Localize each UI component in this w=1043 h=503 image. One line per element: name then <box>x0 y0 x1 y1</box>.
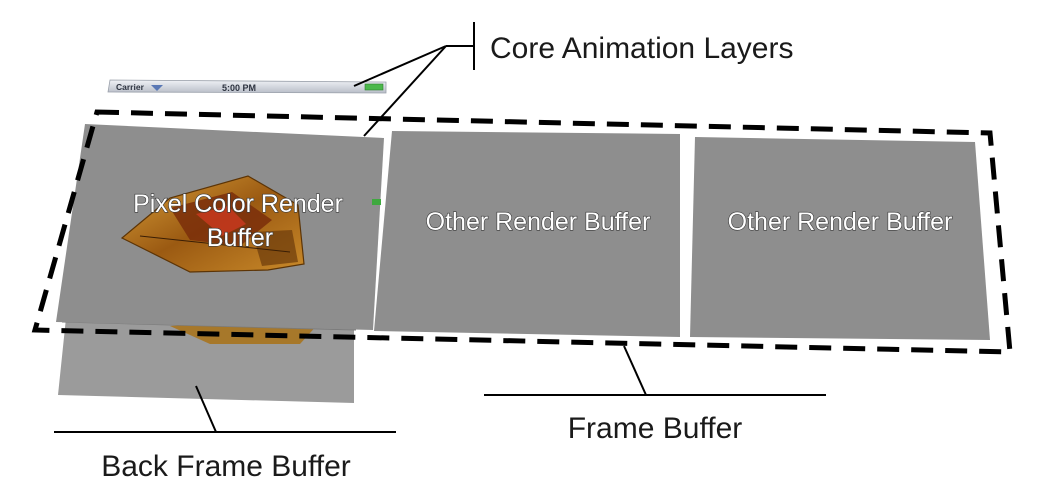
other-render-buffer-1-label: Other Render Buffer <box>426 208 651 236</box>
frame-buffer-callout: Frame Buffer <box>484 345 826 445</box>
status-bar-carrier: Carrier <box>116 82 145 92</box>
pixel-color-buffer-label-line2: Buffer <box>207 224 273 252</box>
core-animation-layers-callout: Core Animation Layers <box>353 22 794 137</box>
back-frame-buffer-label: Back Frame Buffer <box>101 450 351 483</box>
status-bar-time: 5:00 PM <box>222 83 256 93</box>
frame-buffer-label: Frame Buffer <box>568 412 743 445</box>
wifi-icon <box>151 85 163 91</box>
pixel-color-render-buffer: Pixel Color Render Buffer <box>56 124 384 330</box>
pixel-color-buffer-label-line1: Pixel Color Render <box>133 190 343 218</box>
back-frame-buffer-callout: Back Frame Buffer <box>54 385 396 483</box>
frame-buffer-outline <box>31 109 1013 355</box>
status-bar: Carrier 5:00 PM <box>107 79 387 94</box>
rendered-object <box>120 175 305 273</box>
other-render-buffer-2: Other Render Buffer <box>690 137 990 340</box>
other-render-buffer-2-label: Other Render Buffer <box>728 208 953 236</box>
core-animation-layers-label: Core Animation Layers <box>490 32 794 65</box>
other-render-buffer-1: Other Render Buffer <box>374 131 680 337</box>
battery-icon <box>364 83 384 91</box>
